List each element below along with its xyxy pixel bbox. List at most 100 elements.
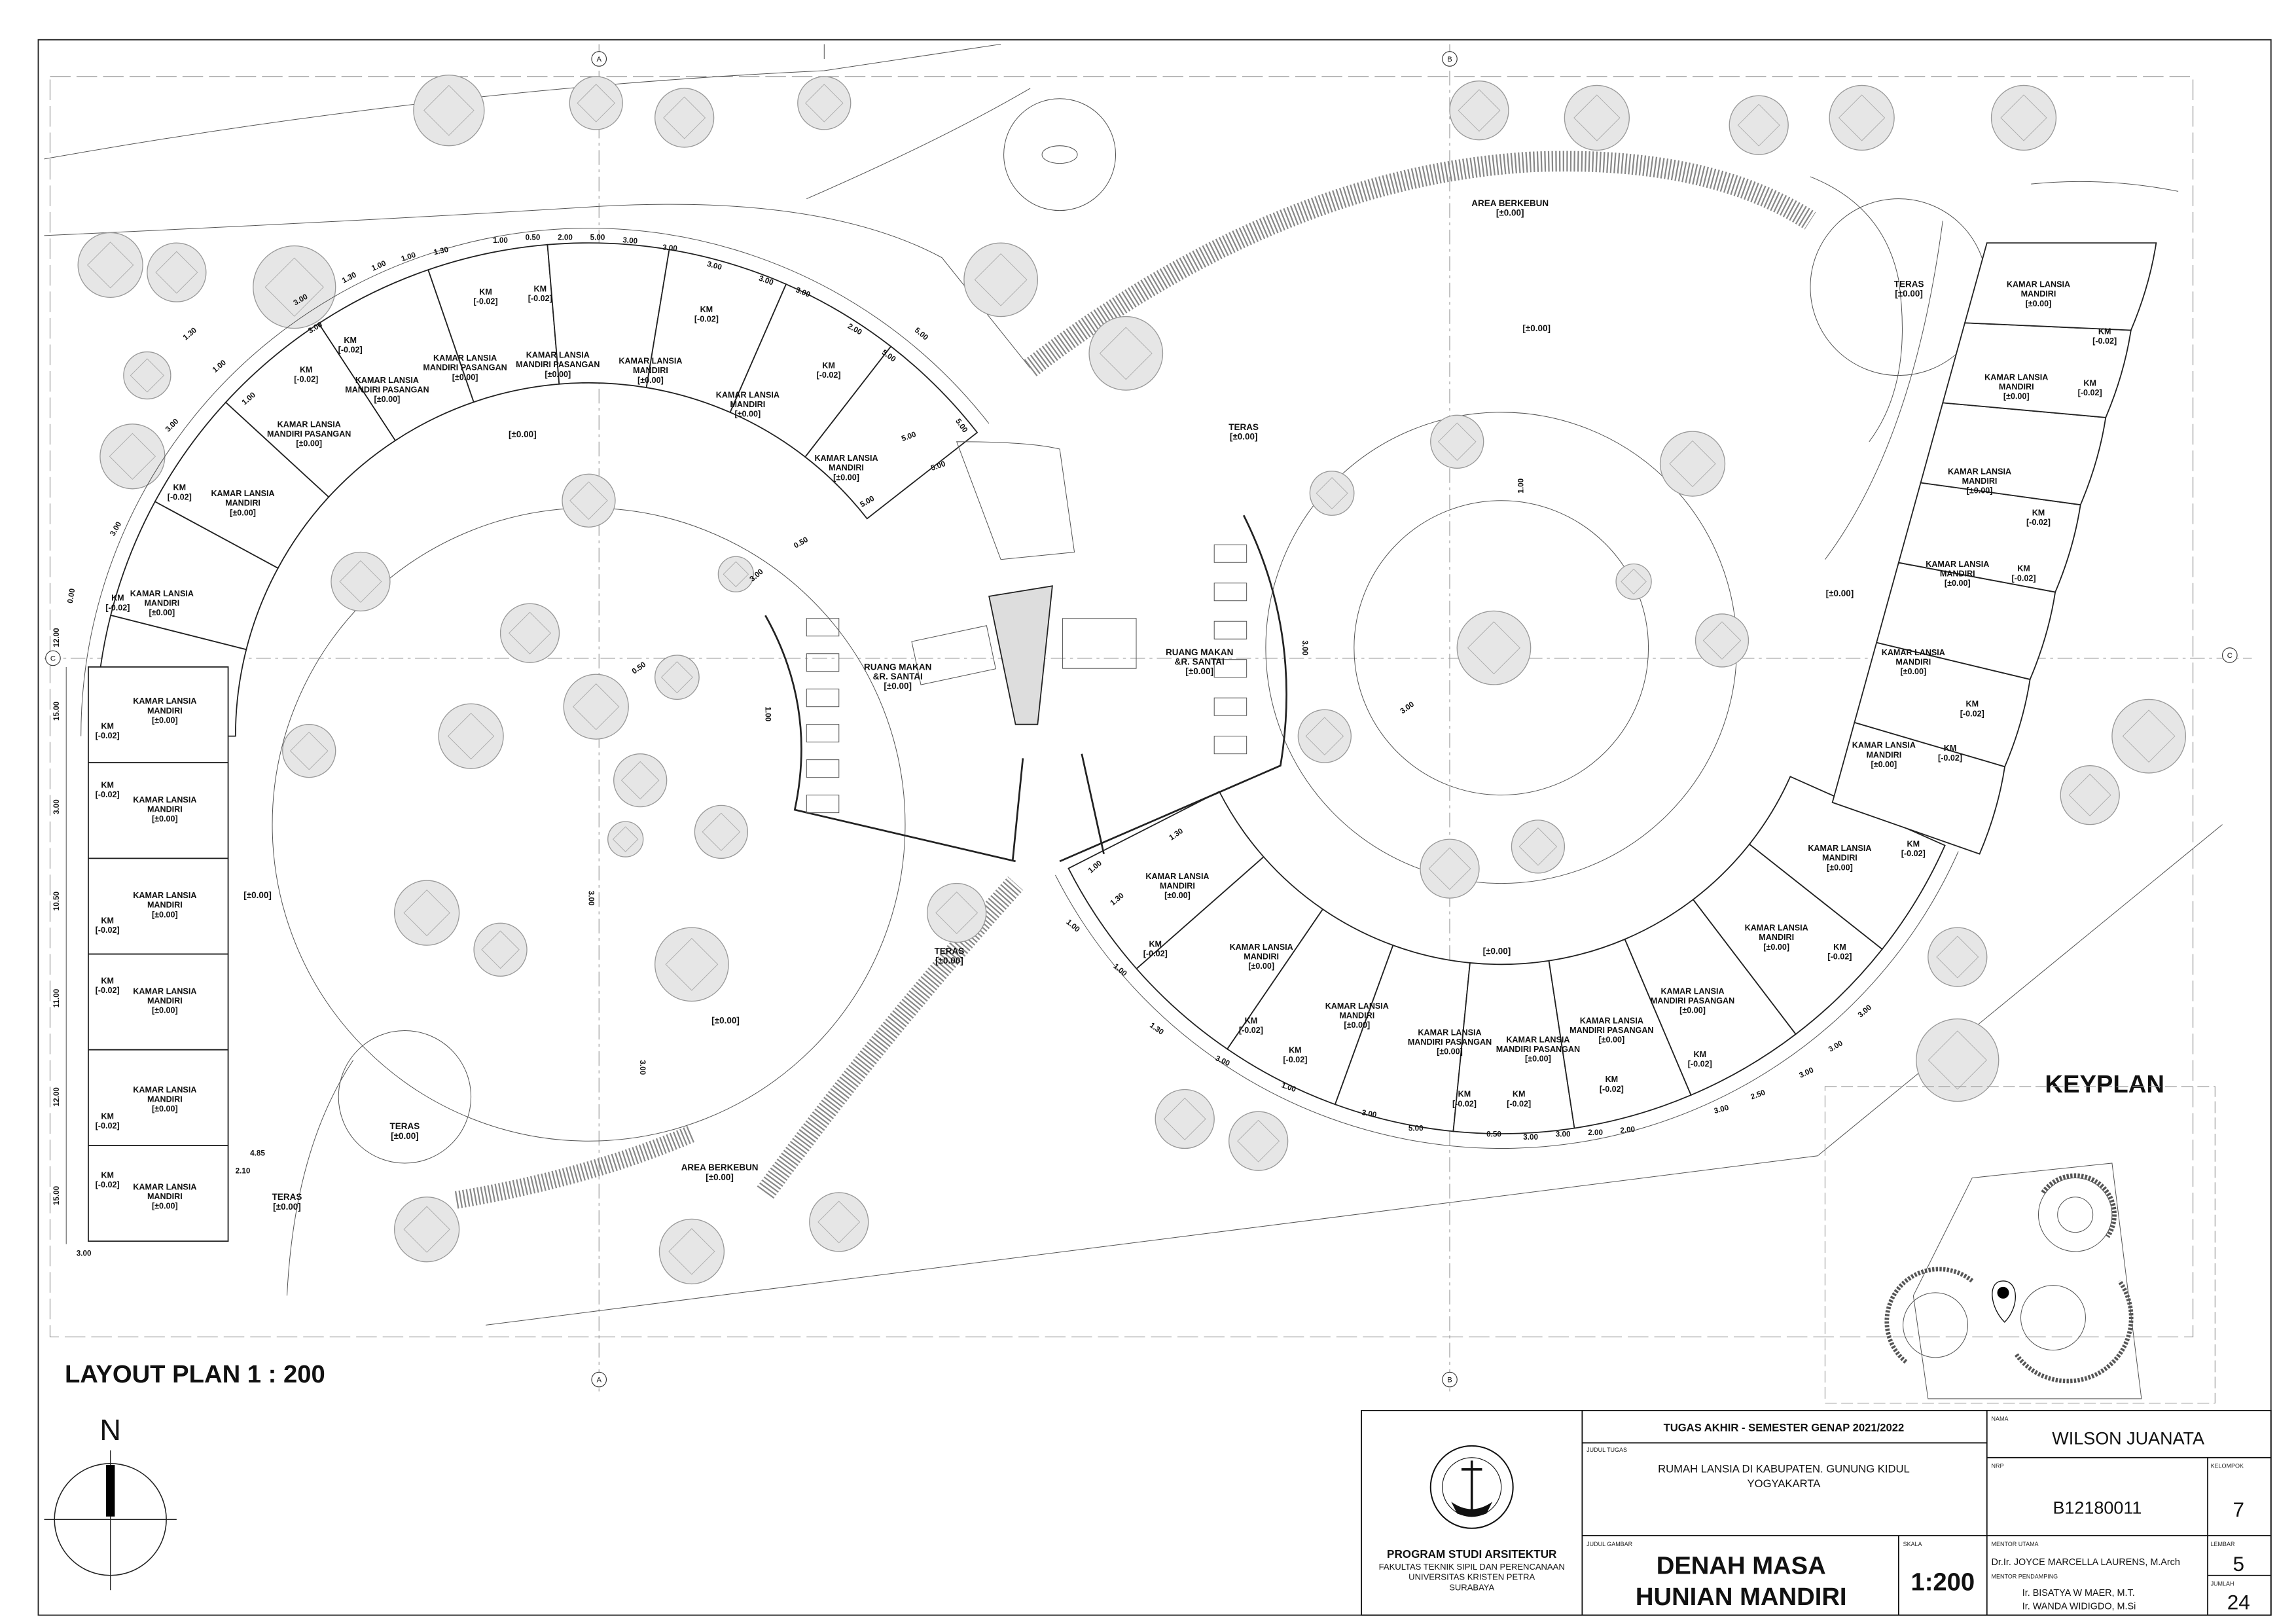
bathroom-name: KM: [533, 284, 547, 293]
sheet-border: [37, 39, 2272, 1616]
room-left-wing: [88, 666, 229, 764]
room-name: MANDIRI: [633, 366, 668, 375]
room-name: MANDIRI: [2021, 289, 2056, 298]
dimension-label: 3.00: [638, 1060, 647, 1075]
tree-icon: [797, 76, 852, 130]
tree-icon: [1449, 81, 1509, 141]
room-level: [±0.00]: [545, 370, 571, 379]
tree-icon: [613, 753, 668, 808]
buildings: [65, 228, 2157, 1244]
site-line: [2031, 181, 2179, 192]
tree-icon: [2111, 698, 2187, 774]
area-label: [±0.00]: [1483, 947, 1511, 956]
bathroom-name: KM: [1833, 943, 1846, 952]
room-level: [±0.00]: [637, 376, 664, 385]
bathroom-level: [-0.02]: [96, 986, 120, 995]
room-name: KAMAR LANSIA: [133, 1085, 196, 1094]
north-label: N: [99, 1413, 120, 1447]
room-level: [±0.00]: [1871, 760, 1897, 769]
grid-bubble: [591, 1371, 607, 1388]
dimension-label: 2.00: [1620, 1125, 1636, 1135]
site-line: [486, 824, 2223, 1326]
area-label: [±0.00]: [706, 1172, 734, 1182]
room-name: MANDIRI: [147, 1192, 183, 1201]
room-left-wing: [88, 762, 229, 859]
dimension-label: 1.30: [433, 245, 449, 257]
layout-plan-title: LAYOUT PLAN 1 : 200: [65, 1360, 325, 1388]
area-label: RUANG MAKAN: [864, 662, 931, 672]
dimension-label: 3.00: [1713, 1104, 1730, 1116]
room-name: MANDIRI PASANGAN: [1408, 1038, 1492, 1047]
room-left-wing: [88, 1145, 229, 1242]
room-name: MANDIRI: [147, 706, 183, 715]
grid-bubble-label: A: [596, 1377, 601, 1384]
area-label: AREA BERKEBUN: [1471, 198, 1549, 208]
room-name: KAMAR LANSIA: [211, 489, 274, 498]
bathroom-name: KM: [2098, 327, 2111, 336]
tree-icon: [717, 556, 755, 592]
pavilion-core: [988, 585, 1053, 725]
room-level: [±0.00]: [152, 814, 178, 823]
room-name: KAMAR LANSIA: [130, 589, 194, 598]
university-logo: [1429, 1445, 1514, 1529]
room-level: [±0.00]: [152, 1202, 178, 1211]
tree-icon: [1829, 84, 1895, 151]
room-name: KAMAR LANSIA: [2007, 280, 2070, 289]
room-name: MANDIRI: [1160, 881, 1195, 890]
mentor-pendamping-label: MENTOR PENDAMPING: [1992, 1573, 2058, 1579]
room-name: KAMAR LANSIA: [133, 891, 196, 900]
bathroom-level: [-0.02]: [1688, 1060, 1712, 1069]
area-label: TERAS: [390, 1121, 420, 1131]
area-label: [±0.00]: [273, 1202, 301, 1212]
bathroom-level: [-0.02]: [1239, 1026, 1263, 1035]
room-level: [±0.00]: [152, 910, 178, 919]
bathroom-level: [-0.02]: [2011, 573, 2036, 583]
grid-bubble: [2222, 647, 2238, 663]
tree-icon: [1990, 84, 2057, 151]
bathroom-name: KM: [111, 594, 124, 603]
room-level: [±0.00]: [1164, 891, 1191, 900]
area-label: [±0.00]: [711, 1015, 740, 1025]
bathroom-level: [-0.02]: [338, 346, 363, 355]
bathroom-name: KM: [101, 721, 114, 731]
judul-tugas-label: JUDUL TUGAS: [1587, 1447, 1627, 1453]
tree-icon: [1430, 414, 1484, 469]
tree-icon: [927, 882, 987, 943]
tree-icon: [1928, 927, 1988, 987]
area-label: [±0.00]: [1185, 666, 1213, 676]
room-name: MANDIRI: [1866, 750, 1901, 759]
dimension-label: 10.50: [52, 891, 61, 911]
plan-labels: KAMAR LANSIAMANDIRI[±0.00]KM[-0.02]KAMAR…: [96, 198, 2117, 1212]
room-name: MANDIRI: [1244, 952, 1279, 961]
room-name: MANDIRI PASANGAN: [423, 363, 507, 372]
room-name: KAMAR LANSIA: [1984, 372, 2048, 382]
bathroom-name: KM: [2017, 564, 2030, 573]
jumlah-label: JUMLAH: [2211, 1581, 2234, 1587]
tree-icon: [655, 655, 700, 700]
title-block: PROGRAM STUDI ARSITEKTUR FAKULTAS TEKNIK…: [1361, 1409, 2272, 1616]
room-name: MANDIRI PASANGAN: [516, 360, 600, 369]
bathroom-level: [-0.02]: [1143, 949, 1168, 958]
site-line: [1810, 176, 1903, 442]
bathroom-name: KM: [1605, 1075, 1619, 1084]
bathroom-level: [-0.02]: [1827, 952, 1852, 961]
bathroom-name: KM: [1149, 939, 1162, 948]
dimension-label: 3.00: [52, 799, 61, 814]
grid-bubble-label: B: [1447, 1377, 1452, 1384]
room-level: [±0.00]: [152, 1104, 178, 1113]
room-level: [±0.00]: [1827, 863, 1853, 872]
room-name: MANDIRI PASANGAN: [267, 429, 351, 439]
area-label: [±0.00]: [391, 1131, 419, 1141]
room-name: KAMAR LANSIA: [1926, 560, 1989, 569]
room-name: KAMAR LANSIA: [1948, 467, 2011, 476]
bathroom-name: KM: [2083, 378, 2096, 388]
site-line: [1825, 221, 1943, 560]
